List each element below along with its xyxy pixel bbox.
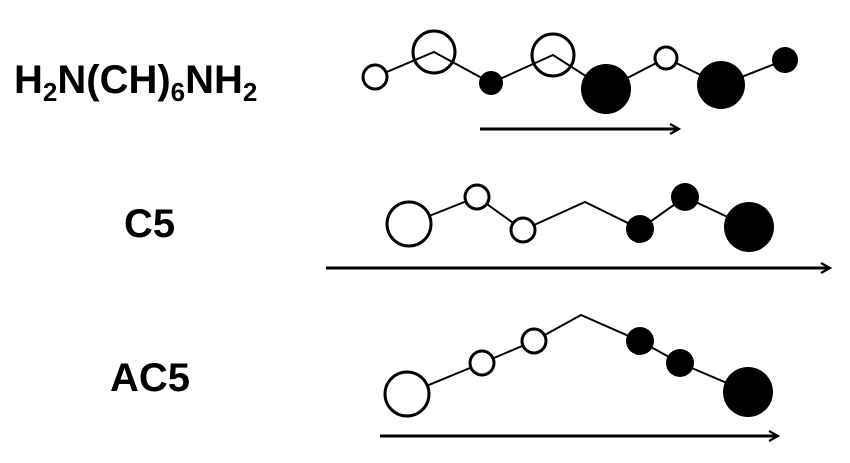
filled-bead xyxy=(724,202,774,252)
row-formula-diagram xyxy=(361,29,798,129)
filled-bead xyxy=(697,61,745,109)
open-bead xyxy=(383,370,431,418)
filled-bead xyxy=(666,349,694,377)
open-bead xyxy=(385,200,433,248)
filled-bead xyxy=(772,47,798,73)
open-bead xyxy=(463,183,491,211)
open-bead xyxy=(361,63,389,91)
filled-bead xyxy=(626,215,654,243)
ac5-label: AC5 xyxy=(110,356,191,400)
open-bead xyxy=(653,45,679,71)
filled-bead xyxy=(671,183,699,211)
filled-bead xyxy=(479,71,503,95)
row-c5-diagram xyxy=(326,183,830,268)
open-bead xyxy=(411,29,457,75)
filled-bead xyxy=(581,64,631,114)
filled-bead xyxy=(626,327,654,355)
filled-bead xyxy=(723,367,773,417)
c5-label: C5 xyxy=(124,202,176,246)
molecule-formula-label: H2N(CH)6NH2 xyxy=(14,58,258,107)
open-bead xyxy=(468,349,496,377)
open-bead xyxy=(520,327,548,355)
bond-chain xyxy=(406,313,749,395)
open-bead xyxy=(530,32,576,78)
open-bead xyxy=(509,216,537,244)
row-ac5-diagram xyxy=(380,313,778,436)
